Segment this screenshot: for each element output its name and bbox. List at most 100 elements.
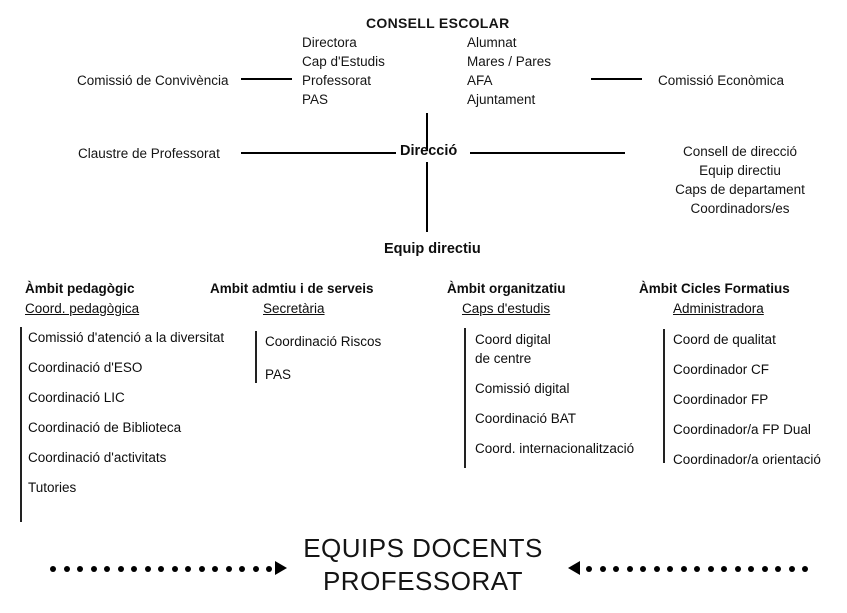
column-item: Tutories [28, 480, 77, 495]
dot [239, 565, 245, 572]
column-item: Coordinació de Biblioteca [28, 420, 182, 435]
dot [640, 565, 646, 572]
column-rule-administratiu [255, 331, 257, 383]
footer-line-2: PROFESSORAT [322, 566, 524, 596]
consell-escolar-title: CONSELL ESCOLAR [366, 15, 510, 31]
consell-member: PAS [302, 92, 329, 107]
arrowhead-right-icon [275, 561, 287, 575]
consell-member: Ajuntament [467, 92, 536, 107]
column-item: Comissió d'atenció a la diversitat [28, 330, 225, 345]
direccio-label: Direcció [400, 143, 458, 159]
dot [252, 565, 259, 572]
connector-direccio-right [470, 152, 625, 154]
column-rule-pedagogic [20, 327, 22, 522]
consell-member: Alumnat [467, 35, 517, 50]
dot [788, 565, 795, 572]
column-items-cicles: Coord de qualitat Coordinador CF Coordin… [673, 330, 821, 469]
dotted-arrow-left [50, 565, 272, 572]
column-heading-pedagogic: Àmbit pedagògic [25, 281, 135, 296]
column-item: PAS [265, 367, 292, 382]
dot [626, 565, 633, 572]
consell-member: Directora [302, 35, 357, 50]
dot [599, 565, 606, 572]
column-item: Coord de qualitat [673, 332, 776, 347]
connector-consell-to-direccio [426, 113, 428, 151]
direccio-right-item: Coordinadors/es [690, 201, 790, 216]
column-item: Coordinador/a FP Dual [673, 422, 811, 437]
column-item: Coordinador CF [673, 362, 770, 377]
consell-member: Cap d'Estudis [302, 54, 385, 69]
column-item: Comissió digital [475, 381, 570, 396]
column-item: Coordinació d'activitats [28, 450, 167, 465]
column-subheading-cicles: Administradora [673, 301, 764, 316]
comissio-economica-label: Comissió Econòmica [658, 73, 785, 88]
direccio-right-item: Equip directiu [699, 163, 781, 178]
direccio-right-item: Caps de departament [675, 182, 805, 197]
dot [171, 565, 178, 572]
connector-right-comissio [591, 78, 642, 80]
dot [117, 565, 124, 572]
column-item: Coordinador/a orientació [673, 452, 821, 467]
consell-member: Professorat [302, 73, 372, 88]
column-heading-administratiu: Ambit admtiu i de serveis [210, 281, 374, 296]
column-items-organitzatiu: Coord digital de centre Comissió digital… [475, 330, 634, 458]
connector-left-comissio [241, 78, 292, 80]
column-heading-cicles: Àmbit Cicles Formatius [639, 281, 790, 296]
dot [761, 565, 768, 572]
dot [721, 565, 727, 572]
dot [653, 565, 660, 572]
comissio-convivencia-label: Comissió de Convivència [77, 73, 229, 88]
column-item: Coordinador FP [673, 392, 769, 407]
column-item: Coord digital de centre [475, 332, 551, 366]
consell-member: Mares / Pares [467, 54, 552, 69]
equip-directiu-label: Equip directiu [384, 241, 481, 257]
dot [90, 565, 97, 572]
dot [104, 565, 110, 572]
column-items-administratiu: Coordinació Riscos PAS [265, 332, 381, 384]
column-item: Coordinació Riscos [265, 334, 382, 349]
dot [680, 565, 687, 572]
arrowhead-left-icon [568, 561, 580, 575]
dot [775, 565, 781, 572]
column-subheading-administratiu: Secretària [263, 301, 325, 316]
dot [225, 565, 232, 572]
connector-direccio-to-equip [426, 162, 428, 232]
column-rule-cicles [663, 329, 665, 463]
dot [50, 565, 56, 572]
dot [694, 565, 700, 572]
dotted-arrow-right [586, 565, 808, 572]
footer-line-1: EQUIPS DOCENTS [303, 533, 543, 563]
footer-text: EQUIPS DOCENTS PROFESSORAT [273, 532, 573, 598]
column-items-pedagogic: Comissió d'atenció a la diversitat Coord… [28, 328, 224, 497]
dot [748, 565, 754, 572]
column-item: Coordinació d'ESO [28, 360, 143, 375]
dot [707, 565, 714, 572]
dot [802, 565, 808, 572]
column-subheading-pedagogic: Coord. pedagògica [25, 301, 140, 316]
dot [613, 565, 619, 572]
dot [266, 565, 272, 572]
dot [667, 565, 673, 572]
dot [77, 565, 83, 572]
column-item: Coordinació LIC [28, 390, 125, 405]
column-heading-organitzatiu: Àmbit organitzatiu [447, 281, 566, 296]
claustre-label: Claustre de Professorat [78, 146, 220, 161]
dot [734, 565, 741, 572]
dot [185, 565, 191, 572]
column-subheading-organitzatiu: Caps d'estudis [462, 301, 551, 316]
column-rule-organitzatiu [464, 328, 466, 468]
dot [586, 565, 592, 572]
dot [198, 565, 205, 572]
column-item: Coordinació BAT [475, 411, 577, 426]
connector-claustre-direccio [241, 152, 396, 154]
consell-member: AFA [467, 73, 493, 88]
dot [131, 565, 137, 572]
direccio-right-item: Consell de direcció [682, 144, 798, 159]
consell-right-members: Alumnat Mares / Pares AFA Ajuntament [467, 33, 551, 109]
direccio-right-list: Consell de direcció Equip directiu Caps … [640, 142, 840, 218]
dot [158, 565, 164, 572]
dot [212, 565, 218, 572]
dot [144, 565, 151, 572]
consell-left-members: Directora Cap d'Estudis Professorat PAS [302, 33, 385, 109]
